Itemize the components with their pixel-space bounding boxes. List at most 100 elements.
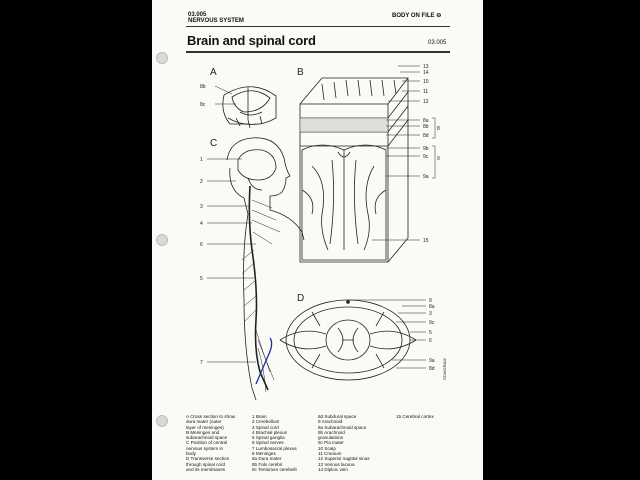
legend-item: through spinal cord xyxy=(186,461,226,467)
legend-item: 3 Spinal cord xyxy=(252,424,279,430)
label-c-6: 6 xyxy=(200,242,203,248)
title-rule xyxy=(186,51,450,53)
legend-item: D Transverse section xyxy=(186,456,230,462)
label-b-15: 15 xyxy=(423,238,429,244)
binder-hole xyxy=(156,52,168,64)
bracket-marks xyxy=(432,117,436,179)
legend-item: subarachnoid space xyxy=(186,435,228,441)
legend-item: and its membranes xyxy=(186,466,226,472)
label-b-9c: 9c xyxy=(423,154,429,160)
legend-item: A Cross section to show xyxy=(186,414,236,419)
header-rule xyxy=(186,26,450,27)
label-b-13: 13 xyxy=(423,64,429,70)
panel-d-drawing xyxy=(279,299,417,381)
label-b-8b: 8b xyxy=(423,124,429,130)
legend-item: 9 Arachnoid xyxy=(318,419,343,425)
panel-letter-c: C xyxy=(210,138,217,149)
panel-b-leaders xyxy=(372,65,420,241)
label-b-8d: 8d xyxy=(423,133,429,139)
label-a-8b: 8b xyxy=(200,84,206,90)
legend-item: 9b Arachnoid xyxy=(318,429,345,435)
section-title: NERVOUS SYSTEM xyxy=(188,18,244,24)
binder-hole xyxy=(156,234,168,246)
circle-logo-icon: ⊖ xyxy=(436,13,442,19)
label-d-5: 5 xyxy=(429,330,432,336)
body-on-file-mark: BODY ON FILE ⊖ xyxy=(392,13,441,19)
label-b-10: 10 xyxy=(423,79,429,85)
panel-b-drawing xyxy=(299,77,409,263)
legend-column-4: 15 Cerebral cortex xyxy=(396,414,434,419)
legend-item: C Position of central xyxy=(186,440,228,446)
label-a-8c: 8c xyxy=(200,102,206,108)
worksheet-page: 03.005 NERVOUS SYSTEM BODY ON FILE ⊖ Bra… xyxy=(152,0,483,480)
label-b-12: 12 xyxy=(423,99,429,105)
label-c-3: 3 xyxy=(200,204,203,210)
legend-item: layer of meninges) xyxy=(186,424,224,430)
copyright-mark: ©DIAGRAM xyxy=(442,358,447,380)
label-d-9a: 9a xyxy=(429,358,435,364)
pen-mark xyxy=(255,337,273,385)
spinal-nerves xyxy=(241,199,281,393)
label-d-8d: 8d xyxy=(429,366,435,372)
panel-letter-b: B xyxy=(297,67,304,78)
legend-column-2: 1 Brain 2 Cerebellum 3 Spinal cord 4 Bra… xyxy=(252,414,297,472)
legend-item: 2 Cerebellum xyxy=(252,419,280,425)
label-d-8a: 8a xyxy=(429,304,435,310)
legend-item: 14 Diploic vein xyxy=(318,466,348,472)
label-c-2: 2 xyxy=(200,179,203,185)
label-c-1: 1 xyxy=(200,157,203,163)
page-title: Brain and spinal cord xyxy=(187,33,316,48)
spinal-column xyxy=(248,185,269,391)
panel-c-drawing xyxy=(226,137,305,401)
label-c-7: 7 xyxy=(200,360,203,366)
label-b-9: 9 xyxy=(437,156,440,162)
legend-item: 8 Meninges xyxy=(252,450,276,456)
binder-hole xyxy=(156,415,168,427)
panel-letter-a: A xyxy=(210,67,217,78)
legend-item: granulations xyxy=(318,435,344,441)
panel-d-leaders xyxy=(348,299,426,369)
legend-item: nervous system in xyxy=(186,445,224,451)
legend-item: B Meninges and xyxy=(186,429,220,435)
title-code: 03.005 xyxy=(428,40,447,46)
legend-item: 13 Venous lacuna xyxy=(318,461,355,467)
legend-item: 11 Cranium xyxy=(318,450,342,456)
label-d-3: 3 xyxy=(429,311,432,317)
label-b-9b: 9b xyxy=(423,146,429,152)
label-c-4: 4 xyxy=(200,221,203,227)
legend-item: 9c Pia mater xyxy=(318,440,344,446)
legend-item: 12 Superior sagittal sinus xyxy=(318,456,370,462)
label-b-8a: 8a xyxy=(423,118,429,124)
panel-c-leaders xyxy=(207,158,256,363)
label-d-9c: 9c xyxy=(429,320,435,326)
legend-item: 9a Subarachnoid space xyxy=(318,424,367,430)
legend-item: 15 Cerebral cortex xyxy=(396,414,434,419)
legend-item: 8a Dura mater xyxy=(252,456,282,462)
label-c-5: 5 xyxy=(200,276,203,282)
legend-item: 5 Spinal ganglia xyxy=(252,435,285,441)
legend-item: body xyxy=(186,450,196,456)
legend-column-1: A Cross section to show dura mater (oute… xyxy=(186,414,235,472)
sheet-code: 03.005 xyxy=(188,12,207,18)
label-b-9a: 9a xyxy=(423,174,429,180)
legend-item: 6 Spinal nerves xyxy=(252,440,284,446)
legend-column-3: 8d Subdural space 9 Arachnoid 9a Subarac… xyxy=(318,414,370,472)
legend-item: dura mater (outer xyxy=(186,419,222,425)
label-d-6: 6 xyxy=(429,338,432,344)
label-b-14: 14 xyxy=(423,70,429,76)
body-on-file-label: BODY ON FILE xyxy=(392,13,435,19)
panel-letter-d: D xyxy=(297,293,304,304)
legend-item: 1 Brain xyxy=(252,414,267,419)
label-b-8: 8 xyxy=(437,126,440,132)
legend-item: 8d Subdural space xyxy=(318,414,357,419)
anatomy-illustration: A B C D 8b 8c xyxy=(200,64,440,401)
legend-item: 4 Brachial plexus xyxy=(252,429,287,435)
legend-item: 7 Lumbosacral plexus xyxy=(252,445,297,451)
legend-item: 8c Tentorium cerebelli xyxy=(252,466,297,472)
label-d-9: 9 xyxy=(429,298,432,304)
cranium-layer xyxy=(300,118,388,132)
label-b-11: 11 xyxy=(423,89,428,95)
panel-a-drawing xyxy=(222,86,277,129)
legend-item: 10 Scalp xyxy=(318,445,336,451)
legend-item: 8b Falx cerebri xyxy=(252,461,283,467)
